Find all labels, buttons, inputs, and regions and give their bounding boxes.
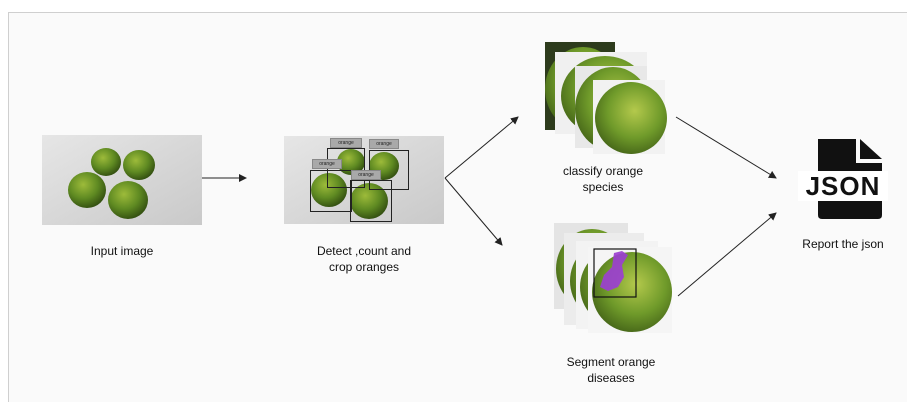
label-classify-species: classify orange species [538,163,668,195]
disease-mask [600,251,628,291]
tag-orange-4: orange [351,170,381,180]
crop-card-4 [593,80,667,154]
input-image [42,135,202,225]
bbox-orange-3 [310,170,352,212]
label-detect-count-crop: Detect ,count and crop oranges [294,243,434,275]
disease-bbox [593,248,637,298]
arrow-classify-to-report [675,116,777,179]
tag-orange-3: orange [312,159,342,169]
label-classify-line1: classify orange [562,164,644,178]
segment-crops-stack [548,217,674,339]
json-logo-text: JSON [805,171,881,201]
bbox-orange-4 [350,180,392,222]
arrow-detect-to-classify [444,116,519,179]
tag-orange-1: orange [330,138,362,148]
label-segment-line2: diseases [587,371,635,385]
label-input-image: Input image [90,244,154,258]
label-report-json: Report the json [802,237,884,251]
label-classify-line2: species [582,180,624,194]
label-detect-line1: Detect ,count and [316,244,412,258]
arrow-segment-to-report [677,212,777,297]
classify-crops-stack [535,34,673,162]
label-segment-line1: Segment orange [566,355,656,369]
tag-orange-2: orange [369,139,399,149]
arrow-detect-to-segment [444,177,503,246]
json-file-icon: JSON [798,137,888,221]
seg-card-4 [588,247,672,333]
label-segment-diseases: Segment orange diseases [546,354,676,386]
label-detect-line2: crop oranges [328,260,400,274]
